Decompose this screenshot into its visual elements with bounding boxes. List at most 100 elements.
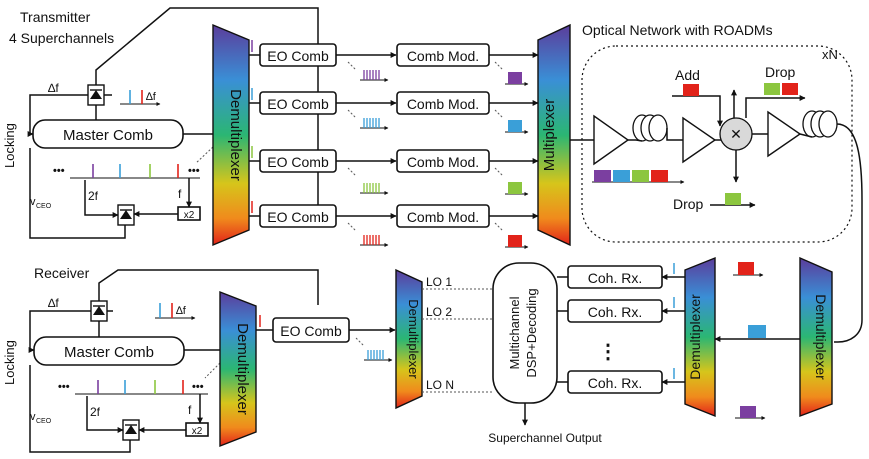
tx-mod-block-2 xyxy=(494,109,529,134)
network-boundary xyxy=(581,45,853,243)
tx-comb-mod-4: Comb Mod. xyxy=(396,204,490,228)
rx-superchannel-output: Superchannel Output xyxy=(488,431,602,445)
tx-demux-label: Demultiplexer xyxy=(227,89,244,181)
tx-comb-mod-2: Comb Mod. xyxy=(396,91,490,115)
svg-text:Comb Mod.: Comb Mod. xyxy=(407,96,479,112)
tx-2f: 2f xyxy=(88,189,99,203)
network-add-label: Add xyxy=(675,67,700,83)
network-fiber-spool-2 xyxy=(799,110,863,343)
rx-dsp-line2: DSP+Decoding xyxy=(524,288,539,377)
tx-demux xyxy=(212,23,250,247)
rx-dots-right: ••• xyxy=(192,381,204,393)
rx-vertical-ellipsis: ⋮ xyxy=(598,341,618,363)
rx-dsp-line1: Multichannel xyxy=(507,296,522,369)
svg-text:Comb Mod.: Comb Mod. xyxy=(407,154,479,170)
tx-delta-f-spec: ∆f xyxy=(146,91,157,103)
rx-lo-n: LO N xyxy=(426,378,454,392)
rx-lo-1: LO 1 xyxy=(426,275,452,289)
rx-lo-2: LO 2 xyxy=(426,305,452,319)
network-superchannel-blocks xyxy=(592,170,685,184)
rx-eo-comb: EO Comb xyxy=(272,317,350,343)
rx-photodiode-bottom-icon xyxy=(122,419,140,441)
network-drop-bottom-block xyxy=(725,193,741,205)
transmitter-title: Transmitter xyxy=(20,9,91,25)
network-drop-top-red xyxy=(782,83,798,95)
network-amplifier-2 xyxy=(682,116,717,164)
tx-eo-comb-1: EO Comb xyxy=(259,43,337,67)
rx-delta-f-loop: ∆f xyxy=(48,296,59,310)
tx-delta-f-loop: ∆f xyxy=(48,81,59,95)
tx-comb-spectrum-3 xyxy=(347,167,389,195)
svg-text:EO Comb: EO Comb xyxy=(267,48,329,64)
network-section: Optical Network with ROADMs xN ✕ Add Dro… xyxy=(581,22,863,343)
network-repeat: xN xyxy=(822,47,838,62)
rx-comb-spectrum xyxy=(355,337,393,362)
svg-text:Coh. Rx.: Coh. Rx. xyxy=(588,304,642,320)
svg-text:Comb Mod.: Comb Mod. xyxy=(407,48,479,64)
tx-eo-comb-4: EO Comb xyxy=(259,204,337,228)
rx-x2: x2 xyxy=(192,426,203,437)
tx-locking-label: Locking xyxy=(2,123,17,168)
tx-vceo: v xyxy=(30,196,36,208)
receiver-title: Receiver xyxy=(34,265,90,281)
tx-master-comb-label: Master Comb xyxy=(63,127,153,144)
rx-lo-demux xyxy=(395,268,423,410)
rx-signal-demux-right xyxy=(799,256,833,418)
rx-comb-demux xyxy=(219,290,257,448)
rx-vceo: v xyxy=(30,411,36,423)
roadm-switch-icon: ✕ xyxy=(730,126,742,142)
rx-coh-rx-1: Coh. Rx. xyxy=(567,265,663,289)
svg-text:EO Comb: EO Comb xyxy=(280,323,342,339)
svg-text:Coh. Rx.: Coh. Rx. xyxy=(588,375,642,391)
tx-comb-spectrum-1 xyxy=(347,61,389,82)
rx-vceo-sub: CEO xyxy=(36,418,52,425)
rx-dots-left: ••• xyxy=(58,381,70,393)
tx-mod-block-1 xyxy=(494,61,529,86)
network-fiber-spool-1 xyxy=(632,114,683,142)
receiver-section: Receiver Master Comb Locking ∆f ∆f v CEO… xyxy=(2,256,838,453)
tx-comb-spectrum-4 xyxy=(347,222,389,247)
rx-2f: 2f xyxy=(90,405,101,419)
tx-x2: x2 xyxy=(184,210,195,221)
tx-comb-spectrum-2 xyxy=(347,109,389,130)
svg-text:Comb Mod.: Comb Mod. xyxy=(407,209,479,225)
network-drop-top-label: Drop xyxy=(765,64,796,80)
tx-dots-right: ••• xyxy=(188,165,200,177)
rx-delta-f-spec: ∆f xyxy=(176,305,187,317)
rx-signal-demux-left xyxy=(684,256,716,418)
rx-photodiode-top-icon xyxy=(90,300,108,322)
tx-eo-comb-3: EO Comb xyxy=(259,149,337,173)
tx-comb-mod-1: Comb Mod. xyxy=(396,43,490,67)
network-drop-top-green xyxy=(764,83,780,95)
svg-text:EO Comb: EO Comb xyxy=(267,154,329,170)
tx-photodiode-top-icon xyxy=(87,84,105,106)
network-amplifier-1 xyxy=(593,114,630,166)
tx-dots-left: ••• xyxy=(53,165,65,177)
svg-text:EO Comb: EO Comb xyxy=(267,209,329,225)
tx-mod-block-4 xyxy=(494,222,529,249)
rx-red-dropped-block xyxy=(733,262,764,277)
rx-comb-demux-label: Demultiplexer xyxy=(234,323,251,415)
rx-f: f xyxy=(188,403,192,417)
tx-mod-block-3 xyxy=(494,167,529,196)
rx-coh-rx-2: Coh. Rx. xyxy=(567,299,663,323)
rx-signal-demux-right-label: Demultiplexer xyxy=(813,294,829,380)
rx-purple-dropped-block xyxy=(735,406,766,420)
network-amplifier-3 xyxy=(767,110,802,158)
tx-photodiode-bottom-icon xyxy=(117,204,135,226)
rx-coh-rx-3: Coh. Rx. xyxy=(567,370,663,394)
rx-lo-demux-label: Demultiplexer xyxy=(406,299,421,379)
tx-f: f xyxy=(178,187,182,201)
tx-eo-comb-2: EO Comb xyxy=(259,91,337,115)
tx-mux xyxy=(537,23,571,247)
rx-master-comb-label: Master Comb xyxy=(64,344,154,361)
transmitter-section: Transmitter 4 Superchannels Master Comb … xyxy=(2,7,592,249)
network-title: Optical Network with ROADMs xyxy=(582,22,773,38)
transmitter-subtitle: 4 Superchannels xyxy=(9,30,114,46)
tx-comb-mod-3: Comb Mod. xyxy=(396,149,490,173)
rx-locking-label: Locking xyxy=(2,340,17,385)
tx-mux-label: Multiplexer xyxy=(541,99,558,172)
rx-signal-demux-left-label: Demultiplexer xyxy=(687,294,703,380)
tx-vceo-sub: CEO xyxy=(36,203,52,210)
